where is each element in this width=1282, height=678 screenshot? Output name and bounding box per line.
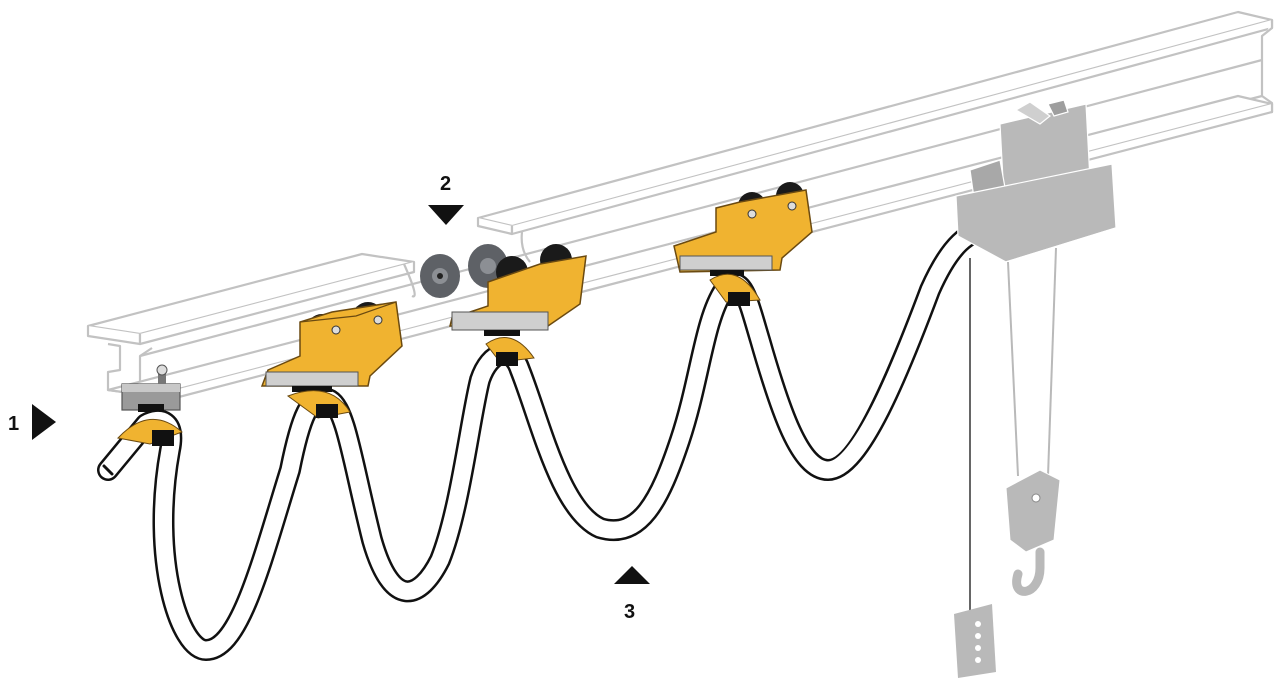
callout-1-label: 1 xyxy=(8,413,19,435)
callout-2: 2 xyxy=(428,173,464,225)
callout-1: 1 xyxy=(8,404,56,440)
cable-trolley-icon xyxy=(674,182,812,306)
callout-3: 3 xyxy=(614,566,650,623)
callout-2-label: 2 xyxy=(440,173,451,195)
callout-2-arrow-icon xyxy=(428,205,464,225)
pendant-control-icon xyxy=(954,258,996,678)
callout-3-label: 3 xyxy=(624,601,635,623)
callout-1-arrow-icon xyxy=(32,404,56,440)
hook-icon xyxy=(1006,470,1060,591)
callout-3-arrow-icon xyxy=(614,566,650,584)
